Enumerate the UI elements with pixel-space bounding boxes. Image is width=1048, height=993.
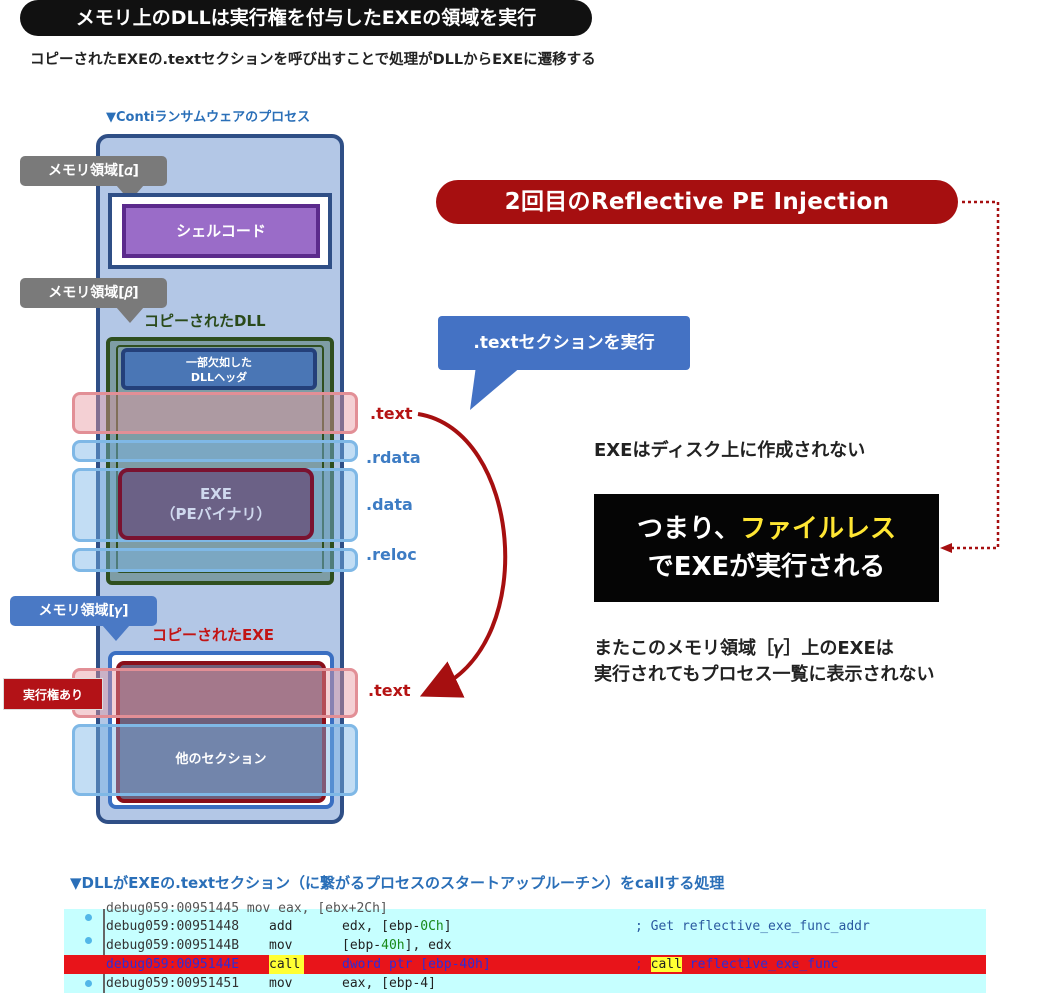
- fileless-pre: つまり、: [637, 514, 740, 544]
- shellcode-block: シェルコード: [122, 204, 320, 258]
- process-list-note-line2: 実行されてもプロセス一覧に表示されない: [594, 664, 935, 685]
- memory-gamma-tail: [102, 625, 130, 641]
- section-band-other: [72, 724, 358, 796]
- section-band-rdata: [72, 440, 358, 462]
- section-label-data: .data: [366, 495, 413, 514]
- memory-beta-tail: [116, 307, 144, 323]
- exe-pe-block: EXE （PEバイナリ）: [118, 468, 314, 540]
- title-banner: メモリ上のDLLは実行権を付与したEXEの領域を実行: [20, 0, 592, 36]
- injection-dotted-link: [952, 200, 1000, 550]
- dll-header-block: 一部欠如した DLLヘッダ: [121, 348, 317, 390]
- code-mnemonic: add: [269, 919, 293, 934]
- code-comment: ; Get reflective_exe_func_addr: [635, 919, 870, 934]
- fileless-box: つまり、ファイルレス でEXEが実行される: [594, 494, 939, 602]
- breakpoint-dot: [85, 980, 92, 987]
- breakpoint-dot: [85, 914, 92, 921]
- disk-note: EXEはディスク上に作成されない: [594, 440, 866, 461]
- code-operand: edx, [ebp-0Ch]: [342, 919, 452, 934]
- section-band-text-exe: [72, 668, 358, 718]
- code-partial-text: debug059:00951445 mov eax, [ebx+2Ch]: [106, 901, 388, 916]
- disassembly-view: debug059:00951445 mov eax, [ebx+2Ch] deb…: [64, 901, 986, 993]
- code-mnemonic: mov: [269, 938, 293, 953]
- code-line-call[interactable]: debug059:0095144E call dword ptr [ebp-40…: [64, 955, 986, 974]
- code-mnemonic: mov: [269, 976, 293, 991]
- fileless-line2: でEXEが実行される: [647, 552, 886, 582]
- section-label-rdata: .rdata: [366, 448, 421, 467]
- code-operand: dword ptr [ebp-40h]: [342, 957, 491, 972]
- copied-exe-label: コピーされたEXE: [152, 626, 275, 644]
- process-list-note: またこのメモリ領域［𝛾］上のEXEは 実行されてもプロセス一覧に表示されない: [594, 636, 935, 688]
- memory-alpha-tag: メモリ領域[𝛼]: [20, 156, 167, 186]
- code-line[interactable]: debug059:00951451 mov eax, [ebp-4]: [64, 974, 986, 993]
- exe-pe-line1: EXE: [199, 485, 233, 503]
- section-band-reloc: [72, 548, 358, 572]
- code-operand: eax, [ebp-4]: [342, 976, 436, 991]
- fileless-highlight: ファイルレス: [739, 514, 896, 544]
- code-comment: ; call reflective_exe_func: [635, 957, 839, 972]
- code-caption: ▼DLLがEXEの.textセクション（に繋がるプロセスのスタートアップルーチン…: [70, 874, 725, 892]
- exe-pe-line2: （PEバイナリ）: [160, 505, 272, 523]
- memory-gamma-tag: メモリ領域[𝛾]: [10, 596, 157, 626]
- section-band-text: [72, 392, 358, 434]
- code-address: debug059:0095144B: [106, 938, 240, 953]
- dll-header-line1: 一部欠如した: [186, 356, 252, 369]
- injection-arrowhead: [940, 543, 952, 553]
- exec-right-badge: 実行権あり: [3, 678, 103, 710]
- breakpoint-dot: [85, 937, 92, 944]
- code-address: debug059:0095144E: [106, 957, 240, 972]
- gutter-line: [103, 909, 105, 993]
- subtitle: コピーされたEXEの.textセクションを呼び出すことで処理がDLLからEXEに…: [30, 52, 596, 68]
- code-address: debug059:00951448: [106, 919, 240, 934]
- code-mnemonic: call: [269, 955, 305, 974]
- code-line[interactable]: debug059:00951448 add edx, [ebp-0Ch] ; G…: [64, 917, 986, 936]
- copied-dll-label: コピーされたDLL: [144, 312, 266, 330]
- dll-header-line2: DLLヘッダ: [190, 371, 248, 384]
- injection-title: 2回目のReflective PE Injection: [436, 180, 958, 224]
- callout-tail: [470, 366, 522, 410]
- section-label-reloc: .reloc: [366, 545, 417, 564]
- other-sections-label: 他のセクション: [175, 752, 267, 767]
- copied-exe-block: [116, 661, 326, 803]
- memory-beta-tag: メモリ領域[𝛽]: [20, 278, 167, 308]
- execute-text-callout: .textセクションを実行: [438, 316, 690, 370]
- process-list-note-line1: またこのメモリ領域［𝛾］上のEXEは: [594, 638, 894, 659]
- section-label-text-exe: .text: [368, 681, 411, 700]
- code-address: debug059:00951451: [106, 976, 240, 991]
- code-line[interactable]: debug059:0095144B mov [ebp-40h], edx: [64, 936, 986, 955]
- call-arrow: [417, 412, 508, 698]
- section-label-text: .text: [370, 404, 413, 423]
- code-operand: [ebp-40h], edx: [342, 938, 452, 953]
- process-caption: ▼Contiランサムウェアのプロセス: [106, 110, 311, 125]
- code-line-partial[interactable]: debug059:00951445 mov eax, [ebx+2Ch]: [64, 899, 986, 918]
